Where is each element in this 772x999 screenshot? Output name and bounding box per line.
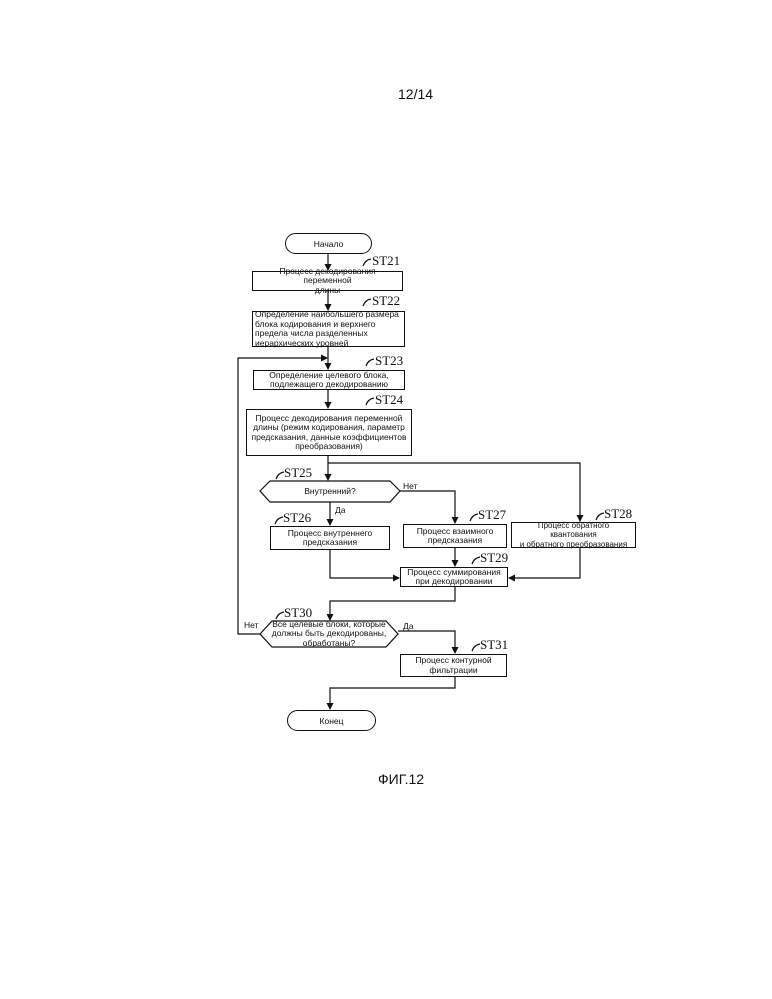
st28-leader [596,513,604,520]
arrow-st31-end [330,676,455,709]
step-st22-box: Определение наибольшего размера блока ко… [252,311,405,347]
step-id-st29: ST29 [480,550,508,566]
arrow-st29-st30 [330,586,455,620]
step-id-st27: ST27 [478,507,506,523]
arrow-st28-st29 [509,547,580,578]
step-st30-decision: Все целевые блоки, которые должны быть д… [266,621,392,647]
step-id-st28: ST28 [604,506,632,522]
step-id-st26: ST26 [283,510,311,526]
step-st25-decision: Внутренний? [270,481,390,502]
start-terminal: Начало [285,233,372,254]
step-st26-box: Процесс внутреннего предсказания [270,526,390,550]
st25-yes-label: Да [335,505,345,515]
arrow-st25-no-st27 [400,491,455,523]
st24-leader [366,398,374,405]
end-terminal: Конец [287,710,376,731]
step-st23-box: Определение целевого блока, подлежащего … [253,370,405,390]
step-st24-box: Процесс декодирования переменной длины (… [246,409,412,456]
st22-leader [363,299,371,306]
st30-leader [276,612,284,619]
st30-no-label: Нет [244,620,258,630]
step-id-st31: ST31 [480,637,508,653]
step-id-st24: ST24 [375,392,403,408]
st29-leader [472,557,480,564]
st23-leader [366,359,374,366]
step-st28-box: Процесс обратного квантования и обратног… [511,522,636,548]
arrow-st30-yes-st31 [398,631,455,653]
step-st21-box: Процесс декодирования переменной длины [252,271,403,291]
st21-leader [363,259,371,266]
st25-leader [276,472,284,479]
st25-no-label: Нет [403,481,417,491]
st31-leader [472,644,480,651]
arrow-st26-st29 [330,549,399,578]
figure-caption: ФИГ.12 [378,771,424,787]
step-st27-box: Процесс взаимного предсказания [403,524,507,548]
step-st29-box: Процесс суммирования при декодировании [400,567,508,587]
st26-leader [275,517,283,524]
st27-leader [470,514,478,521]
step-id-st25: ST25 [284,465,312,481]
st30-yes-label: Да [403,621,413,631]
step-st31-box: Процесс контурной фильтрации [400,654,507,677]
step-id-st23: ST23 [375,353,403,369]
step-id-st22: ST22 [372,293,400,309]
